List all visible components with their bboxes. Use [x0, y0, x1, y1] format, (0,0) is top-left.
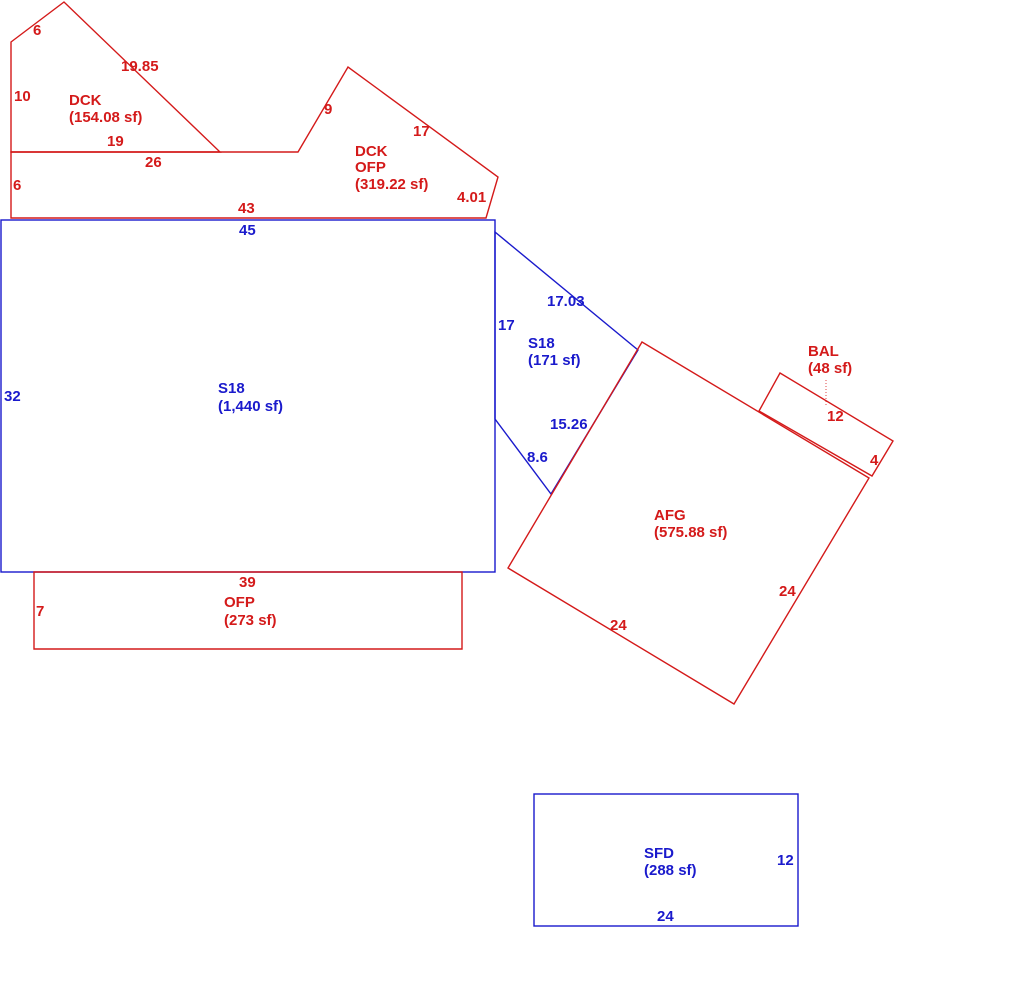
s18-side-side-top: 17.03	[547, 293, 585, 310]
afg-outline	[507, 341, 870, 705]
sfd-area-value: (288 sf)	[644, 862, 697, 879]
dck-small-side-bottom: 19	[107, 133, 124, 150]
dck-ofp-code1: DCK	[355, 143, 388, 160]
dck-ofp-code2: OFP	[355, 159, 386, 176]
dck-small-area-value: (154.08 sf)	[69, 109, 142, 126]
dck-ofp-side-bottom: 43	[238, 200, 255, 217]
dck-ofp-side-right: 4.01	[457, 189, 486, 206]
s18-side-area-value: (171 sf)	[528, 352, 581, 369]
dck-ofp-outline	[10, 65, 499, 219]
dck-ofp-side-top: 26	[145, 154, 162, 171]
ofp-area-value: (273 sf)	[224, 612, 277, 629]
afg-side-bottom: 24	[610, 617, 627, 634]
s18-side-outline	[494, 230, 639, 496]
afg-area: 24 24 AFG (575.88 sf)	[507, 341, 870, 705]
s18-side-code: S18	[528, 335, 555, 352]
sfd-code: SFD	[644, 845, 674, 862]
afg-code: AFG	[654, 507, 686, 524]
sfd-outline	[533, 793, 799, 927]
sfd-area: 12 24 SFD (288 sf)	[533, 793, 799, 927]
dck-small-side-top: 6	[33, 22, 41, 39]
dck-ofp-side-slant: 9	[324, 101, 332, 118]
bal-code: BAL	[808, 343, 839, 360]
s18-side-side-bottom: 8.6	[527, 449, 548, 466]
s18-side-side-left: 17	[498, 317, 515, 334]
s18-main-outline	[0, 219, 496, 573]
ofp-code: OFP	[224, 594, 255, 611]
bal-side-long: 12	[827, 408, 844, 425]
afg-area-value: (575.88 sf)	[654, 524, 727, 541]
sfd-side-bottom: 24	[657, 908, 674, 925]
dck-ofp-area-value: (319.22 sf)	[355, 176, 428, 193]
bal-area: 12 4 BAL (48 sf)	[758, 343, 894, 477]
dck-small-side-left: 10	[14, 88, 31, 105]
dck-small-side-hyp: 19.85	[121, 58, 159, 75]
s18-main-area-value: (1,440 sf)	[218, 398, 283, 415]
s18-side-side-right: 15.26	[550, 416, 588, 433]
s18-main-area: 45 32 S18 (1,440 sf)	[0, 219, 496, 573]
dck-small-area: 6 19.85 10 19 DCK (154.08 sf)	[10, 1, 222, 153]
bal-outline	[758, 372, 894, 477]
ofp-side-top: 39	[239, 574, 256, 591]
dck-ofp-side-left: 6	[13, 177, 21, 194]
s18-main-code: S18	[218, 380, 245, 397]
s18-main-side-left: 32	[4, 388, 21, 405]
bal-side-short: 4	[870, 452, 879, 469]
afg-side-right: 24	[779, 583, 796, 600]
s18-side-area: 17 17.03 15.26 8.6 S18 (171 sf)	[494, 230, 639, 496]
bal-area-value: (48 sf)	[808, 360, 852, 377]
dck-small-outline	[10, 1, 222, 153]
dck-ofp-area: 26 9 17 4.01 6 43 DCK OFP (319.22 sf)	[10, 65, 499, 219]
s18-main-side-top: 45	[239, 222, 256, 239]
dck-ofp-side-upper: 17	[413, 123, 430, 140]
ofp-side-left: 7	[36, 603, 44, 620]
sfd-side-right: 12	[777, 852, 794, 869]
ofp-outline	[33, 571, 463, 650]
ofp-area: 39 7 OFP (273 sf)	[33, 571, 463, 650]
dck-small-code: DCK	[69, 92, 102, 109]
